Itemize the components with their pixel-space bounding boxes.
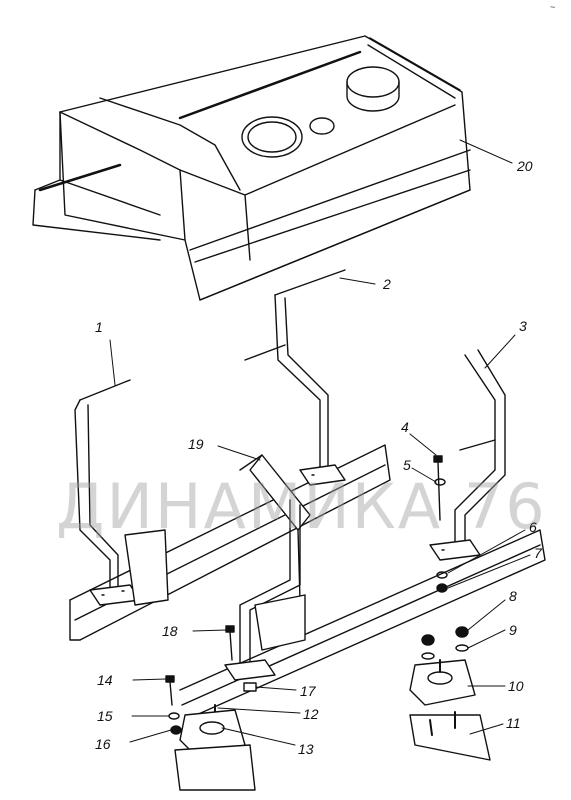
callout-12: 12 — [303, 706, 319, 722]
callout-6: 6 — [529, 519, 537, 535]
nut-part-8 — [455, 626, 469, 638]
bolt-part-4 — [433, 455, 443, 521]
plate-lower-left — [174, 744, 256, 791]
callout-8: 8 — [509, 588, 517, 604]
callout-10: 10 — [508, 678, 524, 694]
washer-part-6 — [436, 571, 448, 579]
large-hole-icon — [241, 116, 303, 158]
washer-part-5 — [434, 478, 446, 486]
callout-7: 7 — [534, 545, 542, 561]
callout-3: 3 — [519, 318, 527, 334]
small-hole-icon — [309, 117, 335, 135]
callout-5: 5 — [403, 457, 411, 473]
watermark-text: ДИНАМИКА 76 — [56, 470, 547, 543]
callout-14: 14 — [97, 672, 113, 688]
nut-part-16 — [170, 725, 182, 735]
nut-part-7 — [436, 583, 448, 593]
plate-part-11 — [409, 711, 491, 761]
leader-lines — [109, 139, 531, 746]
stand-lower-middle — [224, 499, 306, 681]
callout-9: 9 — [509, 622, 517, 638]
washer-part-9 — [455, 644, 469, 652]
callout-1: 1 — [95, 319, 103, 335]
callout-20: 20 — [517, 158, 533, 174]
bolt-part-14 — [165, 675, 175, 706]
bracket-part-19 — [239, 454, 311, 601]
stand-part-1 — [74, 379, 169, 606]
cover-panel-part-20 — [32, 35, 471, 301]
callout-4: 4 — [401, 419, 409, 435]
callout-13: 13 — [298, 741, 314, 757]
callout-15: 15 — [97, 708, 113, 724]
callout-11: 11 — [506, 715, 521, 731]
pad-part-17 — [243, 682, 257, 692]
bolt-part-18 — [225, 625, 235, 661]
callout-17: 17 — [300, 683, 316, 699]
callout-2: 2 — [383, 276, 391, 292]
stand-part-2 — [244, 269, 346, 486]
callout-16: 16 — [95, 736, 111, 752]
corner-mark: ~ — [550, 2, 556, 12]
callout-18: 18 — [162, 623, 178, 639]
mount-part-10 — [409, 659, 476, 706]
callout-19: 19 — [188, 436, 204, 452]
washer-part-15 — [168, 712, 180, 720]
frame-rail-right — [179, 529, 546, 721]
